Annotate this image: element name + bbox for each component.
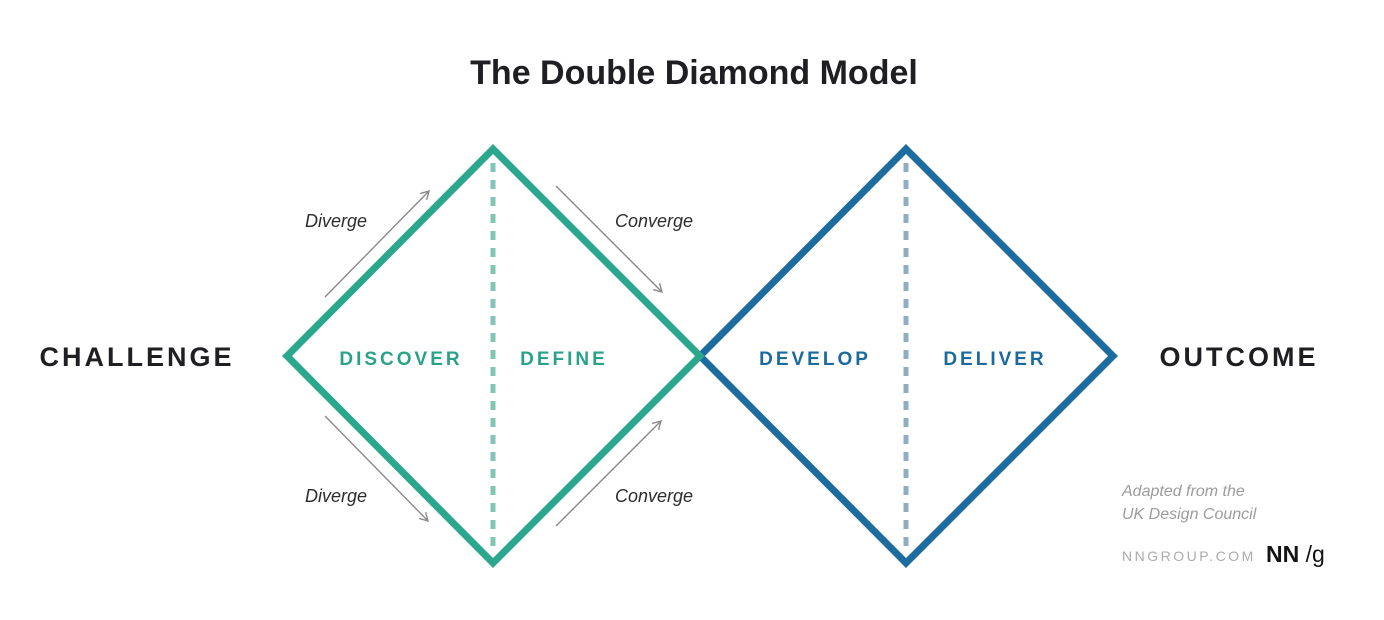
nng-logo-slash-g: /g bbox=[1306, 541, 1325, 567]
outcome-label: OUTCOME bbox=[1160, 342, 1319, 372]
nngroup-site-label: NNGROUP.COM bbox=[1122, 548, 1256, 564]
diverge-top-arrow bbox=[324, 189, 430, 298]
diverge-bottom-label: Diverge bbox=[305, 486, 367, 506]
diagram-title: The Double Diamond Model bbox=[470, 54, 918, 92]
develop-phase-label: DEVELOP bbox=[759, 349, 871, 370]
discover-diamond-outline bbox=[282, 144, 705, 568]
diverge-top-label: Diverge bbox=[305, 211, 367, 231]
nng-logo-nn: NN bbox=[1266, 541, 1299, 567]
deliver-diamond-outline bbox=[695, 144, 1118, 568]
converge-top-label: Converge bbox=[615, 211, 693, 231]
discover-phase-label: DISCOVER bbox=[339, 349, 462, 370]
define-phase-label: DEFINE bbox=[520, 349, 608, 370]
attribution-line-1: Adapted from the bbox=[1121, 483, 1245, 500]
deliver-phase-label: DELIVER bbox=[943, 349, 1046, 370]
diverge-bottom-arrow bbox=[324, 415, 429, 523]
converge-bottom-arrow bbox=[555, 419, 663, 527]
nng-logo: NN /g bbox=[1266, 541, 1325, 567]
challenge-label: CHALLENGE bbox=[40, 342, 235, 372]
converge-bottom-label: Converge bbox=[615, 486, 693, 506]
attribution-line-2: UK Design Council bbox=[1122, 506, 1257, 523]
converge-top-arrow bbox=[555, 185, 664, 294]
